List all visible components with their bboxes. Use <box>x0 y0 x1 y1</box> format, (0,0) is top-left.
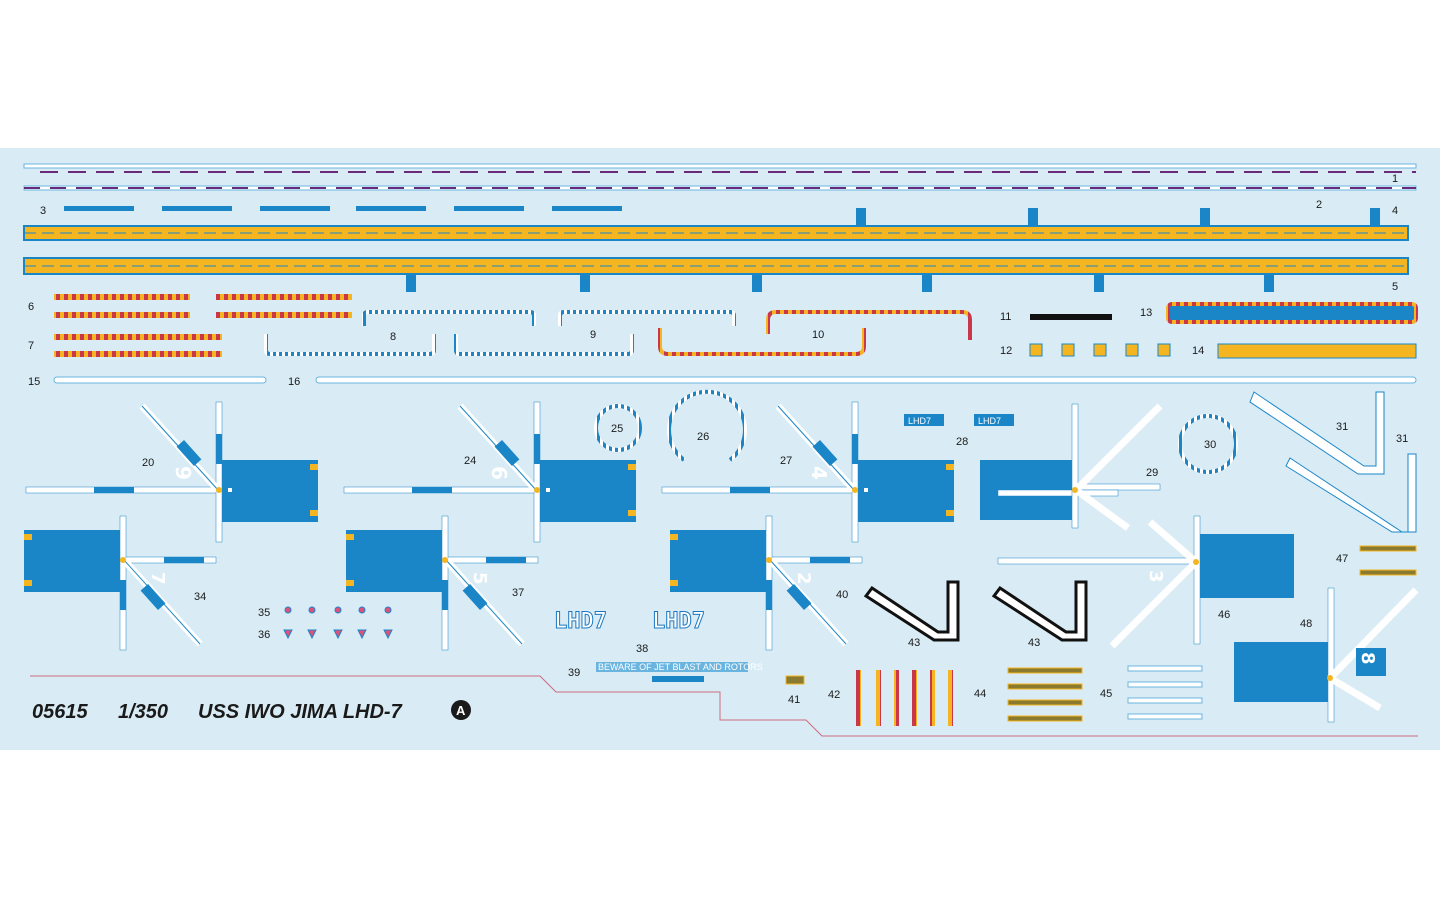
spot-number-24: 6 <box>487 466 511 480</box>
label-13: 13 <box>1140 307 1152 319</box>
label-43b: 43 <box>1028 637 1040 649</box>
sheet-badge: A <box>456 703 466 718</box>
label-26: 26 <box>697 431 709 443</box>
label-11: 11 <box>1000 311 1011 323</box>
decal-16 <box>315 376 1417 384</box>
label-41: 41 <box>788 694 800 706</box>
spot-number-48: 8 <box>1357 652 1378 665</box>
decal-30 <box>1178 414 1238 474</box>
lhd-large-b: LHD7 <box>652 609 705 634</box>
decal-28: LHD7 LHD7 <box>904 414 1014 426</box>
label-1: 1 <box>1392 173 1398 185</box>
label-34: 34 <box>194 591 206 603</box>
decal-31 <box>1249 391 1417 533</box>
decal-10 <box>658 310 972 356</box>
label-31a: 31 <box>1336 421 1348 433</box>
decal-13 <box>1166 302 1418 324</box>
decal-1 <box>23 163 1417 173</box>
label-35: 35 <box>258 607 270 619</box>
label-12: 12 <box>1000 345 1012 357</box>
decal-3 <box>64 206 622 211</box>
spot-number-46: 3 <box>1145 570 1166 583</box>
label-8: 8 <box>390 331 396 343</box>
decal-42 <box>856 670 953 726</box>
label-27: 27 <box>780 455 792 467</box>
decal-25 <box>594 404 642 452</box>
lhd-large-a: LHD7 <box>554 609 607 634</box>
decal-14 <box>1217 343 1417 359</box>
decal-8 <box>264 310 536 356</box>
sheet-scale: 1/350 <box>118 701 168 723</box>
label-38: 38 <box>636 643 648 655</box>
spot-decal-37 <box>346 516 538 650</box>
label-29: 29 <box>1146 467 1158 479</box>
label-40: 40 <box>836 589 848 601</box>
lhd-small-a: LHD7 <box>908 416 931 426</box>
lhd-small-b: LHD7 <box>978 416 1001 426</box>
spot-decal-46 <box>997 515 1294 649</box>
decal-39: BEWARE OF JET BLAST AND ROTORS <box>596 662 763 682</box>
decal-6 <box>54 294 352 318</box>
decal-36 <box>283 629 393 640</box>
decal-43 <box>863 580 1088 642</box>
decal-45 <box>1127 665 1203 720</box>
label-25: 25 <box>611 423 623 435</box>
label-6: 6 <box>28 301 34 313</box>
label-15: 15 <box>28 376 40 388</box>
spot-number-37: 5 <box>469 572 490 585</box>
label-3: 3 <box>40 205 46 217</box>
sheet-code: 05615 <box>32 701 88 723</box>
label-48: 48 <box>1300 618 1312 630</box>
label-28: 28 <box>956 436 968 448</box>
label-47: 47 <box>1336 553 1348 565</box>
spot-decal-34 <box>24 516 216 650</box>
decal-44 <box>1007 667 1083 722</box>
decal-12 <box>1029 343 1171 357</box>
decal-9 <box>454 310 736 356</box>
decal-artwork: 9 6 4 7 5 2 3 8 LHD7 LHD7 LHD7 LHD7 BEWA… <box>0 163 1419 737</box>
label-30: 30 <box>1204 439 1216 451</box>
decal-35 <box>284 606 392 614</box>
label-2: 2 <box>1316 199 1322 211</box>
trim-line <box>30 675 1418 737</box>
label-46: 46 <box>1218 609 1230 621</box>
label-36: 36 <box>258 629 270 641</box>
label-10: 10 <box>812 329 824 341</box>
decal-5 <box>23 257 1409 292</box>
label-20: 20 <box>142 457 154 469</box>
decal-26 <box>667 389 747 462</box>
decal-47 <box>1359 545 1417 576</box>
label-7: 7 <box>28 340 34 352</box>
label-44: 44 <box>974 688 986 700</box>
decal-7 <box>54 334 222 357</box>
beware-text: BEWARE OF JET BLAST AND ROTORS <box>598 662 763 672</box>
label-9: 9 <box>590 329 596 341</box>
label-43a: 43 <box>908 637 920 649</box>
decal-11 <box>1030 314 1112 320</box>
spot-number-34: 7 <box>147 572 168 585</box>
label-42: 42 <box>828 689 840 701</box>
spot-number-27: 4 <box>807 466 831 480</box>
sheet-badge-circle <box>451 700 471 720</box>
sheet-title: USS IWO JIMA LHD-7 <box>198 701 403 723</box>
label-16: 16 <box>288 376 300 388</box>
spot-decal-48 <box>1234 587 1419 723</box>
decal-sheet: 9 6 4 7 5 2 3 8 LHD7 LHD7 LHD7 LHD7 BEWA… <box>0 148 1440 750</box>
spot-number-40: 2 <box>793 572 814 585</box>
decal-41 <box>785 675 805 685</box>
label-5: 5 <box>1392 281 1398 293</box>
label-14: 14 <box>1192 345 1204 357</box>
decal-38: LHD7 LHD7 <box>554 609 706 635</box>
label-37: 37 <box>512 587 524 599</box>
decal-4 <box>23 208 1409 241</box>
label-39: 39 <box>568 667 580 679</box>
label-24: 24 <box>464 455 476 467</box>
decal-15 <box>53 376 267 384</box>
decal-2 <box>23 185 1417 191</box>
label-45: 45 <box>1100 688 1112 700</box>
label-4: 4 <box>1392 205 1398 217</box>
label-31b: 31 <box>1396 433 1408 445</box>
spot-decal-29 <box>980 403 1163 531</box>
spot-number-20: 9 <box>171 466 195 480</box>
